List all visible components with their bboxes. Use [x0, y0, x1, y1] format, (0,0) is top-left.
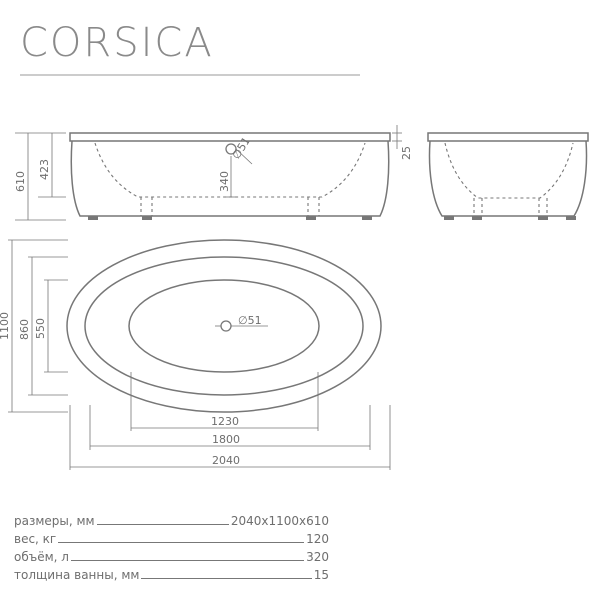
dim-550-label: 550 — [34, 318, 47, 339]
spec-table: размеры, мм 2040x1100x610 вес, кг 120 об… — [14, 510, 329, 582]
front-foot — [306, 216, 316, 220]
spec-row-thickness: толщина ванны, мм 15 — [14, 564, 329, 582]
side-body-outline — [428, 140, 588, 217]
front-drain-leader — [235, 148, 253, 165]
side-foot — [444, 216, 454, 220]
top-view: ∅51 1100 860 550 1230 1800 2040 — [0, 239, 391, 470]
spec-row-dimensions: размеры, мм 2040x1100x610 — [14, 510, 329, 528]
top-inner-ellipse — [128, 279, 320, 373]
side-foot — [566, 216, 576, 220]
page-title: CORSICA — [20, 20, 214, 66]
dim-860-label: 860 — [18, 319, 31, 340]
dim-423-label: 423 — [38, 159, 51, 180]
spec-value: 15 — [313, 568, 329, 582]
front-drain-diameter-label: ∅51 — [230, 135, 254, 162]
spec-row-weight: вес, кг 120 — [14, 528, 329, 546]
top-outer-ellipse — [66, 239, 382, 413]
dim-2040-label: 2040 — [212, 454, 240, 467]
spec-value: 320 — [306, 550, 329, 564]
front-foot — [142, 216, 152, 220]
side-foot — [472, 216, 482, 220]
dim-1800-label: 1800 — [212, 433, 240, 446]
top-drain-diameter-label: ∅51 — [238, 314, 262, 327]
dim-25-label: 25 — [400, 146, 413, 160]
side-view: 25 — [392, 125, 589, 220]
front-rim — [69, 132, 391, 142]
spec-leader-line — [58, 542, 305, 543]
dim-1100-label: 1100 — [0, 312, 11, 340]
spec-label: размеры, мм — [14, 514, 95, 528]
side-rim — [427, 132, 589, 142]
spec-leader-line — [141, 578, 312, 579]
spec-label: объём, л — [14, 550, 69, 564]
spec-value: 2040x1100x610 — [230, 514, 329, 528]
front-body-outline — [70, 140, 390, 217]
front-view: ∅51 340 610 423 — [14, 132, 391, 221]
spec-label: толщина ванны, мм — [14, 568, 140, 582]
front-feet — [88, 197, 372, 220]
dim-610-label: 610 — [14, 171, 27, 192]
spec-row-volume: объём, л 320 — [14, 546, 329, 564]
spec-leader-line — [96, 524, 229, 525]
dim-340-label: 340 — [218, 171, 231, 192]
front-foot — [88, 216, 98, 220]
spec-leader-line — [70, 560, 305, 561]
spec-value: 120 — [306, 532, 329, 546]
top-middle-ellipse — [84, 256, 364, 396]
side-foot — [538, 216, 548, 220]
dim-1230-label: 1230 — [211, 415, 239, 428]
top-drain-circle — [220, 320, 232, 332]
spec-label: вес, кг — [14, 532, 57, 546]
front-foot — [362, 216, 372, 220]
side-basin-dashed — [444, 142, 574, 199]
